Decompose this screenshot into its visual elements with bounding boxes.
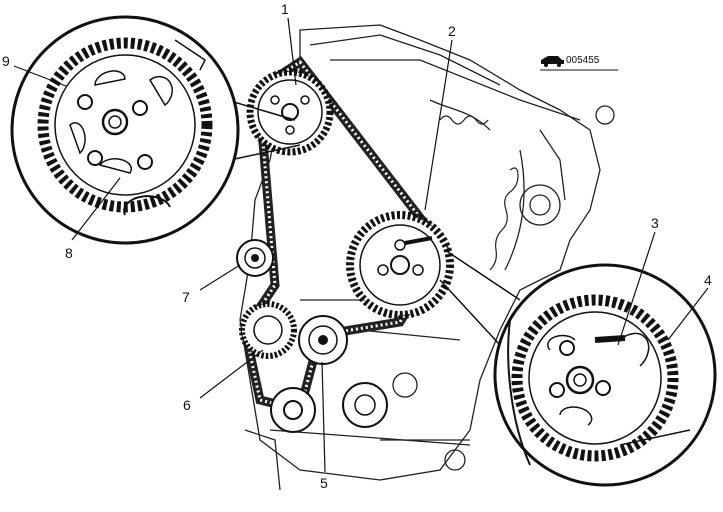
callout-2: 2 bbox=[448, 23, 456, 39]
lower-rollers bbox=[270, 382, 388, 433]
reference-code: 005455 bbox=[566, 55, 600, 66]
inset-detail-pump-pulley bbox=[439, 249, 717, 487]
callout-labels: 1 2 3 4 5 6 7 8 9 bbox=[2, 1, 712, 491]
callout-4: 4 bbox=[704, 272, 712, 288]
callout-7: 7 bbox=[182, 289, 190, 305]
crankshaft-pulley bbox=[239, 301, 297, 359]
callout-1: 1 bbox=[281, 1, 289, 17]
camshaft-pulley bbox=[246, 68, 334, 156]
callout-6: 6 bbox=[183, 397, 191, 413]
callout-8: 8 bbox=[65, 245, 73, 261]
reference-mark: 005455 bbox=[540, 55, 618, 71]
coil-hose bbox=[439, 115, 519, 271]
engine-block bbox=[239, 24, 615, 491]
callout-9: 9 bbox=[2, 53, 10, 69]
idler-roller bbox=[236, 239, 274, 277]
callout-5: 5 bbox=[320, 475, 328, 491]
car-icon bbox=[541, 56, 564, 67]
callout-3: 3 bbox=[651, 215, 659, 231]
injection-pump-pulley bbox=[346, 211, 454, 319]
leader-lines bbox=[13, 17, 709, 473]
tensioner-roller bbox=[298, 315, 348, 365]
inset-detail-camshaft bbox=[10, 15, 301, 245]
